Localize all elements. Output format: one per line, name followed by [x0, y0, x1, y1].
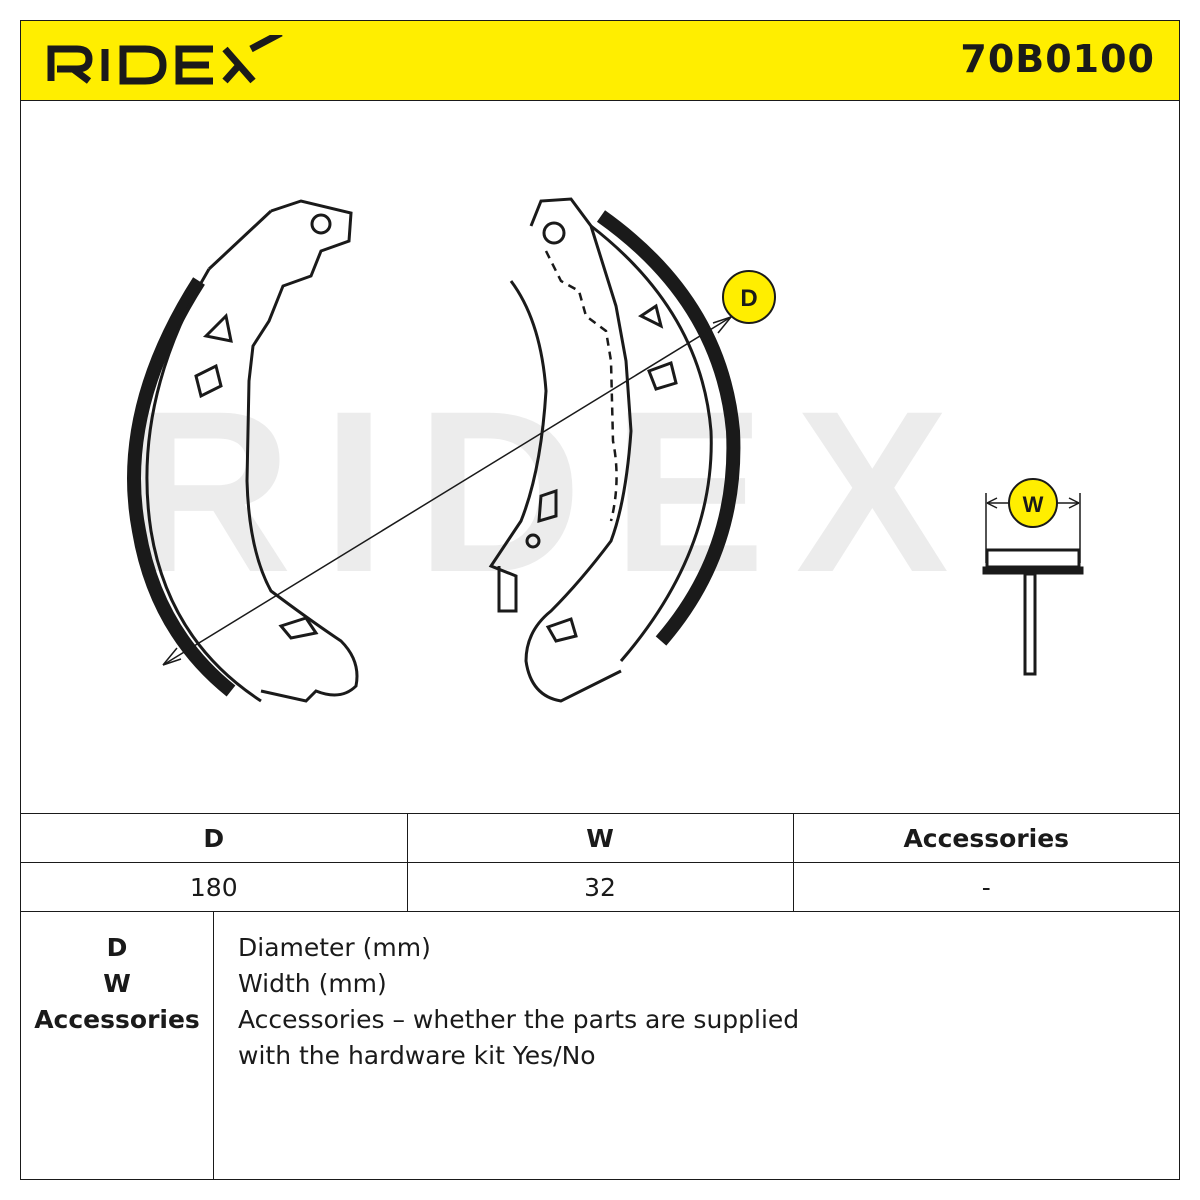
spec-header-row: D W Accessories — [21, 814, 1179, 863]
value-w: 32 — [407, 862, 794, 912]
header-bar: 70B0100 — [21, 21, 1179, 101]
legend-desc-accessories: Accessories – whether the parts are supp… — [238, 1005, 800, 1034]
legend-descriptions: Diameter (mm) Width (mm) Accessories – w… — [238, 930, 799, 1074]
legend-keys: D W Accessories — [21, 912, 214, 1179]
legend-desc-accessories-cont: with the hardware kit Yes/No — [238, 1041, 596, 1070]
spec-table: D W Accessories 180 32 - — [21, 814, 1179, 912]
legend-key-accessories: Accessories — [34, 1005, 200, 1034]
label-d-circle — [722, 270, 776, 324]
value-accessories: - — [793, 862, 1179, 912]
part-number: 70B0100 — [960, 37, 1155, 81]
width-cross-section — [982, 493, 1084, 676]
header-w: W — [407, 814, 794, 863]
ridex-logo — [45, 29, 295, 89]
label-d: D — [740, 285, 757, 312]
legend-desc-width: Width (mm) — [238, 969, 387, 998]
spec-value-row: 180 32 - — [21, 862, 1179, 912]
legend-key-d: D — [106, 933, 128, 962]
header-d: D — [21, 814, 408, 863]
legend: D W Accessories Diameter (mm) Width (mm)… — [21, 912, 1179, 1179]
header-accessories: Accessories — [793, 814, 1179, 863]
legend-key-w: W — [103, 969, 131, 998]
value-d: 180 — [21, 862, 408, 912]
technical-drawing: RIDEX — [21, 101, 1179, 814]
right-brake-shoe — [488, 197, 741, 703]
left-brake-shoe — [127, 199, 359, 703]
legend-desc-diameter: Diameter (mm) — [238, 933, 431, 962]
product-sheet: 70B0100 RIDEX — [20, 20, 1180, 1180]
label-w-circle — [1008, 478, 1058, 528]
diameter-dimension — [162, 316, 732, 666]
label-w: W — [1023, 492, 1044, 517]
